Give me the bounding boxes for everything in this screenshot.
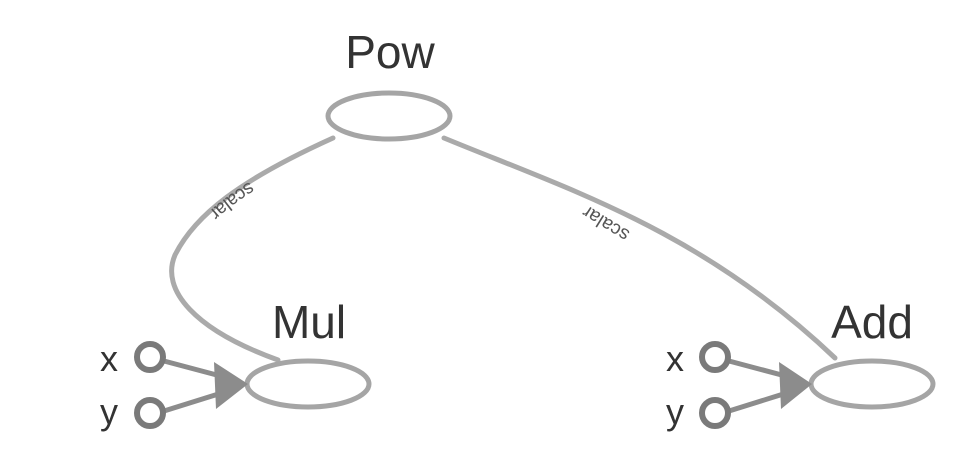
- node-pow[interactable]: [325, 90, 453, 142]
- node-label-mul: Mul: [272, 296, 346, 348]
- arrowhead-add: [779, 362, 812, 409]
- input-label-mul-y: y: [100, 391, 118, 432]
- arrowhead-mul: [214, 362, 248, 409]
- input-port-add-x[interactable]: [699, 341, 731, 373]
- node-label-pow: Pow: [345, 26, 435, 78]
- edge-label-pow-mul: scalar: [205, 177, 258, 224]
- input-label-add-x: x: [666, 338, 684, 379]
- node-mul[interactable]: [244, 358, 372, 410]
- node-add[interactable]: [808, 358, 936, 410]
- input-port-mul-y[interactable]: [134, 397, 166, 429]
- edge-pow-to-add: [441, 135, 838, 361]
- node-label-add: Add: [831, 296, 913, 348]
- input-port-add-y[interactable]: [699, 397, 731, 429]
- input-port-mul-x[interactable]: [134, 341, 166, 373]
- edge-pow-to-mul: [169, 135, 336, 363]
- input-label-add-y: y: [666, 391, 684, 432]
- input-label-mul-x: x: [100, 338, 118, 379]
